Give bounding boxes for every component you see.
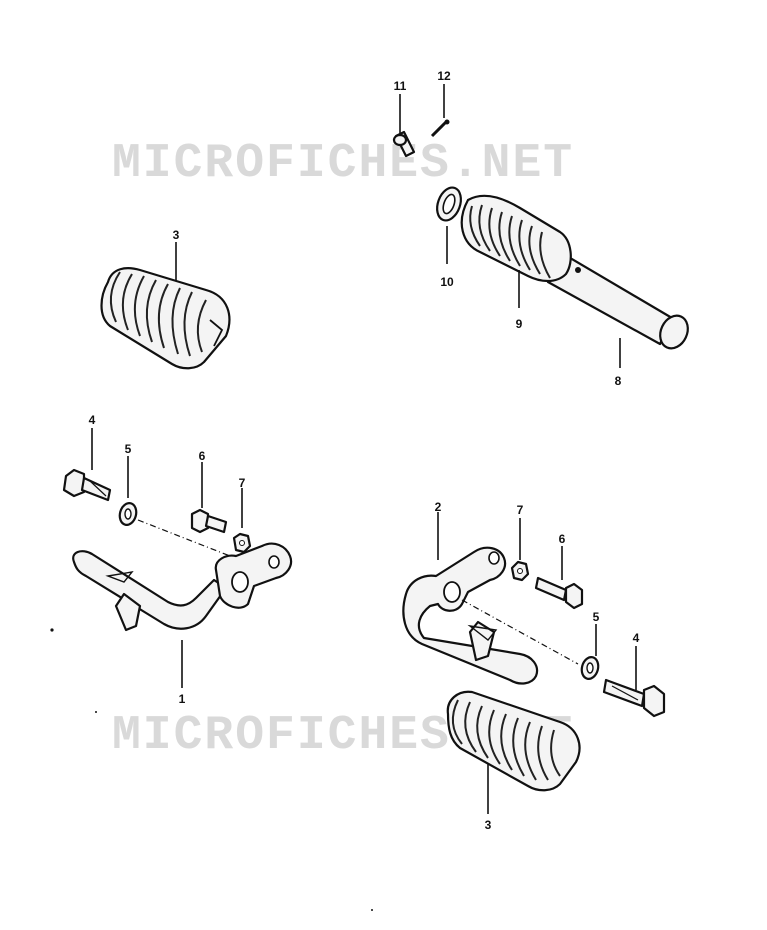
callout-2: 2 (435, 500, 442, 514)
axis-line-right (461, 599, 579, 665)
callout-12: 12 (437, 69, 451, 83)
callout-7-right: 7 (517, 503, 524, 517)
callout-3-bottom: 3 (485, 818, 492, 832)
callout-6-right: 6 (559, 532, 566, 546)
part-1-footrest-bracket-left (72, 542, 293, 688)
scan-speck (95, 711, 97, 713)
part-11-pin (392, 94, 416, 158)
part-4-bolt-left (62, 428, 112, 502)
part-2-footrest-bracket-right (402, 512, 539, 685)
callout-4-left: 4 (89, 413, 96, 427)
part-5-washer-left (118, 456, 138, 526)
part-5-washer-right (580, 624, 600, 680)
callout-10: 10 (440, 275, 454, 289)
callout-5-left: 5 (125, 442, 132, 456)
callout-3-top: 3 (173, 228, 180, 242)
part-4-bolt-right (602, 646, 666, 718)
callout-5-right: 5 (593, 610, 600, 624)
scan-speck (50, 628, 54, 632)
part-3-footrest-rubber-bottom (446, 690, 581, 814)
part-6-bolt-left (190, 462, 228, 534)
callout-8: 8 (615, 374, 622, 388)
part-6-bolt-right (534, 546, 584, 610)
part-3-footrest-rubber-top (100, 242, 231, 370)
axis-line-left (137, 519, 231, 557)
part-7-nut-left (232, 488, 252, 554)
callout-1: 1 (179, 692, 186, 706)
part-8-passenger-peg (546, 250, 689, 368)
part-12-cotter-pin (430, 84, 450, 138)
part-10-washer (436, 186, 462, 264)
part-7-nut-right (510, 518, 530, 582)
callout-9: 9 (516, 317, 523, 331)
scan-speck (371, 909, 373, 911)
callout-4-right: 4 (633, 631, 640, 645)
part-9-peg-rubber (460, 194, 572, 308)
callout-7-left: 7 (239, 476, 246, 490)
callout-6-left: 6 (199, 449, 206, 463)
watermark-top: MICROFICHES.NET (112, 137, 574, 191)
callout-11: 11 (394, 79, 407, 93)
